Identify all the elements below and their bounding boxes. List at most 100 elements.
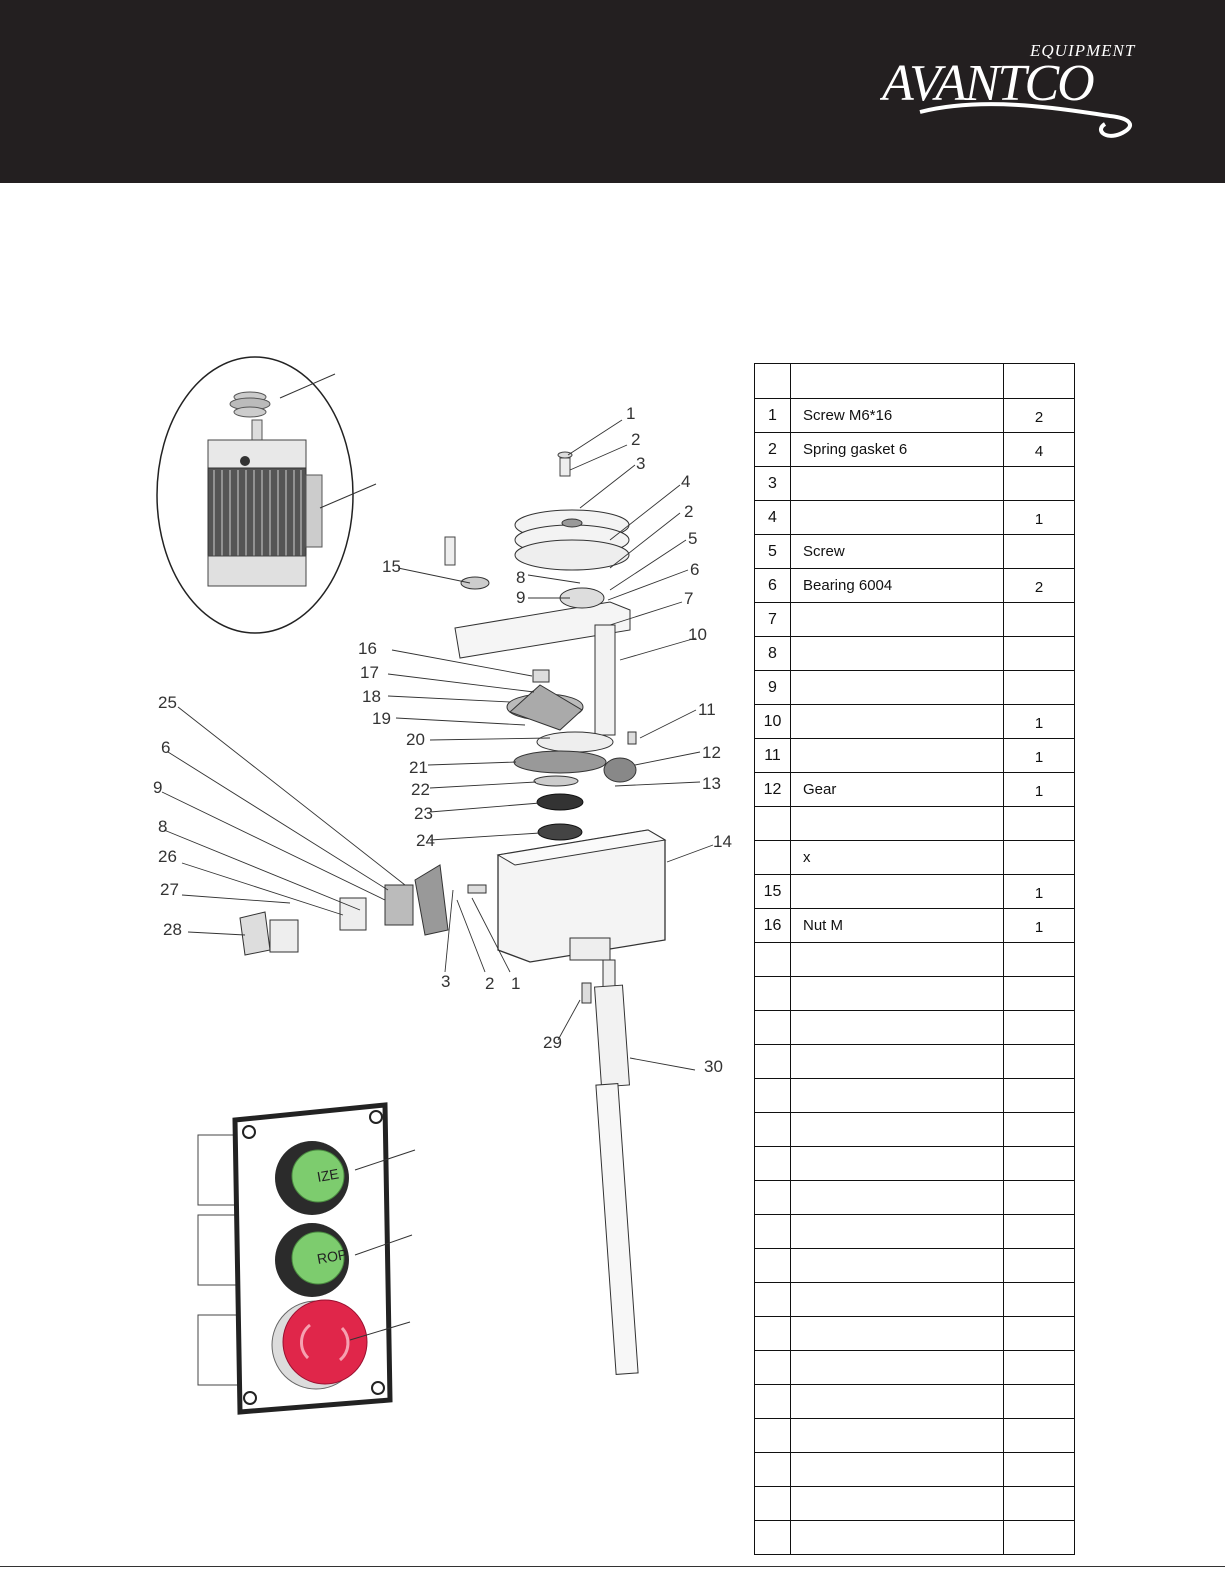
part-number-cell: [754, 1520, 791, 1555]
callout-8: 8: [158, 817, 168, 836]
part-number-cell: [754, 806, 791, 841]
table-row: [754, 1044, 1075, 1079]
callout-12: 12: [702, 743, 721, 762]
part-quantity-cell: 1: [1003, 738, 1075, 773]
callout-9: 9: [153, 778, 163, 797]
part-quantity-cell: [1003, 1452, 1075, 1487]
part-number-cell: 9: [754, 670, 791, 705]
part-number-cell: [754, 1486, 791, 1521]
part-number-cell: 10: [754, 704, 791, 739]
callout-21: 21: [409, 758, 428, 777]
table-row: [754, 1384, 1075, 1419]
part-quantity-cell: [1003, 942, 1075, 977]
part-description-cell: x: [790, 840, 1004, 875]
callout-22: 22: [411, 780, 430, 799]
part-description-cell: [790, 1248, 1004, 1283]
avantco-logo: EQUIPMENT AVANTCO: [880, 41, 1135, 138]
header-cell: [1003, 363, 1075, 399]
green-button-top: IZE: [275, 1141, 349, 1215]
part-number-cell: [754, 1214, 791, 1249]
callout-20: 20: [406, 730, 425, 749]
callout-2: 2: [631, 430, 641, 449]
part-number-cell: 16: [754, 908, 791, 943]
table-row: [754, 1520, 1075, 1555]
part-quantity-cell: 2: [1003, 568, 1075, 603]
part-quantity-cell: [1003, 1010, 1075, 1045]
part-number-cell: [754, 1180, 791, 1215]
callout-17: 17: [360, 663, 379, 682]
callout-30: 30: [704, 1057, 723, 1076]
table-row: [754, 1010, 1075, 1045]
table-row: 8: [754, 636, 1075, 671]
table-row: [754, 1146, 1075, 1181]
part-number-cell: [754, 1112, 791, 1147]
part-quantity-cell: [1003, 976, 1075, 1011]
part-description-cell: [790, 1010, 1004, 1045]
part-number-cell: 8: [754, 636, 791, 671]
part-number-cell: 12: [754, 772, 791, 807]
callout-7: 7: [684, 589, 694, 608]
header-cell: [754, 363, 791, 399]
table-row: 3: [754, 466, 1075, 501]
callout-3: 3: [441, 972, 451, 991]
part-number-cell: [754, 942, 791, 977]
part-quantity-cell: [1003, 806, 1075, 841]
part-description-cell: [790, 1418, 1004, 1453]
part-description-cell: [790, 466, 1004, 501]
callout-6: 6: [161, 738, 171, 757]
part-description-cell: [790, 942, 1004, 977]
callout-28: 28: [163, 920, 182, 939]
callout-8: 8: [516, 568, 526, 587]
callout-11: 11: [698, 700, 716, 719]
part-quantity-cell: [1003, 1078, 1075, 1113]
part-quantity-cell: 2: [1003, 398, 1075, 433]
green-button-middle-label: ROP: [316, 1246, 349, 1267]
callout-6: 6: [690, 560, 700, 579]
part-description-cell: [790, 500, 1004, 535]
table-row: [754, 976, 1075, 1011]
part-number-cell: [754, 1350, 791, 1385]
table-row: 7: [754, 602, 1075, 637]
callout-18: 18: [362, 687, 381, 706]
part-number-cell: [754, 1316, 791, 1351]
callout-15: 15: [382, 557, 401, 576]
part-number-cell: [754, 840, 791, 875]
part-quantity-cell: [1003, 466, 1075, 501]
callout-3: 3: [636, 454, 646, 473]
table-row: [754, 942, 1075, 977]
part-number-cell: 6: [754, 568, 791, 603]
table-row: [754, 1452, 1075, 1487]
part-quantity-cell: [1003, 1486, 1075, 1521]
part-quantity-cell: 4: [1003, 432, 1075, 467]
part-description-cell: [790, 738, 1004, 773]
green-button-top-label: IZE: [316, 1165, 340, 1185]
table-row: [754, 1180, 1075, 1215]
exploded-parts-drawing: [156, 356, 714, 1375]
table-row: x: [754, 840, 1075, 875]
part-description-cell: [790, 806, 1004, 841]
part-quantity-cell: [1003, 1248, 1075, 1283]
part-description-cell: [790, 704, 1004, 739]
part-description-cell: Spring gasket 6: [790, 432, 1004, 467]
part-quantity-cell: [1003, 1146, 1075, 1181]
part-description-cell: [790, 1044, 1004, 1079]
part-description-cell: [790, 1384, 1004, 1419]
gear-stack: [506, 669, 637, 841]
red-stop-button: [271, 1299, 368, 1390]
part-quantity-cell: [1003, 840, 1075, 875]
pulley-assembly: [444, 451, 631, 736]
part-description-cell: [790, 1350, 1004, 1385]
part-quantity-cell: [1003, 1180, 1075, 1215]
logo-swoosh: [919, 102, 1133, 138]
table-row: 9: [754, 670, 1075, 705]
callout-19: 19: [372, 709, 391, 728]
part-number-cell: [754, 1044, 791, 1079]
gearbox-housing: [496, 829, 667, 963]
